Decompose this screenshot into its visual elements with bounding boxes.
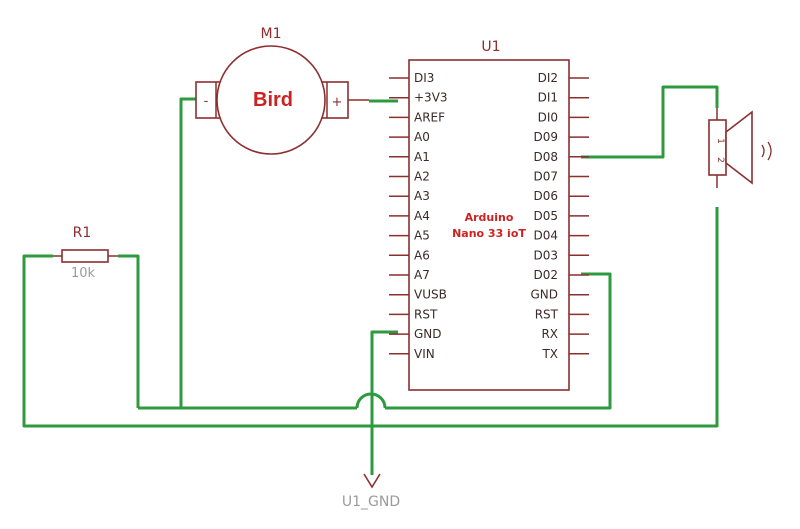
ground-label: U1_GND [342, 494, 400, 510]
mcu-right-pin-label: D03 [533, 248, 558, 262]
wire-motor-minus [179, 97, 199, 408]
mcu-right-pin-label: DI2 [538, 71, 558, 85]
speaker-body [708, 119, 727, 176]
speaker-cone [725, 110, 753, 185]
mcu-left-pin-label: GND [414, 327, 442, 341]
mcu-right-pin-label: D05 [533, 209, 558, 223]
mcu-left-pin-label: A1 [414, 150, 430, 164]
mcu-left-pin-label: A3 [414, 189, 430, 203]
mcu-right-pin-label: DI1 [538, 91, 558, 105]
mcu-name-line1: Arduino [465, 211, 514, 224]
wire-d08-speaker [581, 85, 719, 159]
mcu-left-pin-label: VUSB [414, 288, 447, 302]
mcu-left-pin-label: A6 [414, 248, 430, 262]
mcu-left-pin-label: A7 [414, 268, 430, 282]
mcu-right-pin-label: D07 [533, 170, 558, 184]
mcu-left-pin-label: VIN [414, 347, 435, 361]
mcu-left-pin-label: A5 [414, 229, 430, 243]
resistor-value: 10k [71, 266, 96, 281]
wires [22, 85, 719, 475]
resistor-r1[interactable]: R1 10k [53, 225, 118, 281]
speaker-pin1-label: 1 [715, 138, 725, 144]
mcu-left-pin-label: +3V3 [414, 91, 448, 105]
mcu-left-pin-label: RST [414, 307, 438, 321]
mcu-left-pin-label: DI3 [414, 71, 434, 85]
mcu-right-pin-label: RST [535, 307, 559, 321]
motor-plus-sign: + [332, 95, 343, 110]
speaker-pin2-label: 2 [715, 157, 725, 163]
mcu-right-pin-label: GND [530, 288, 558, 302]
mcu-right-pin-label: RX [541, 327, 558, 341]
wire-bus-d02 [385, 272, 612, 410]
mcu-right-pin-label: D06 [533, 189, 558, 203]
mcu-body [408, 59, 570, 391]
motor-m1[interactable]: M1 Bird - + [195, 26, 369, 155]
motor-label: Bird [253, 89, 293, 111]
resistor-ref: R1 [73, 225, 92, 241]
mcu-left-pin-label: A4 [414, 209, 430, 223]
ground-symbol[interactable]: U1_GND [342, 473, 400, 510]
motor-body [216, 45, 326, 155]
mcu-right-pin-label: D09 [533, 130, 558, 144]
sound-wave-icon-outer [767, 141, 772, 161]
wire-r1-left [22, 207, 719, 428]
speaker[interactable]: 1 2 [708, 108, 772, 188]
mcu-left-pin-label: A0 [414, 130, 430, 144]
mcu-right-pin-label: D08 [533, 150, 558, 164]
sound-wave-icon [761, 144, 765, 158]
mcu-ref: U1 [481, 39, 500, 55]
wire-r1-right [118, 254, 140, 408]
ground-arrow-icon [363, 473, 381, 489]
mcu-left-pin-label: A2 [414, 170, 430, 184]
mcu-left-pin-label: AREF [414, 110, 445, 124]
mcu-right-pin-label: TX [541, 347, 558, 361]
mcu-name-line2: Nano 33 ioT [452, 227, 526, 240]
motor-ref: M1 [261, 26, 282, 42]
wire-gnd [370, 330, 398, 475]
motor-minus-sign: - [204, 94, 209, 109]
resistor-body [61, 249, 109, 263]
mcu-right-pin-label: D02 [533, 268, 558, 282]
mcu-right-pin-label: DI0 [538, 110, 558, 124]
mcu-right-pin-label: D04 [533, 229, 558, 243]
